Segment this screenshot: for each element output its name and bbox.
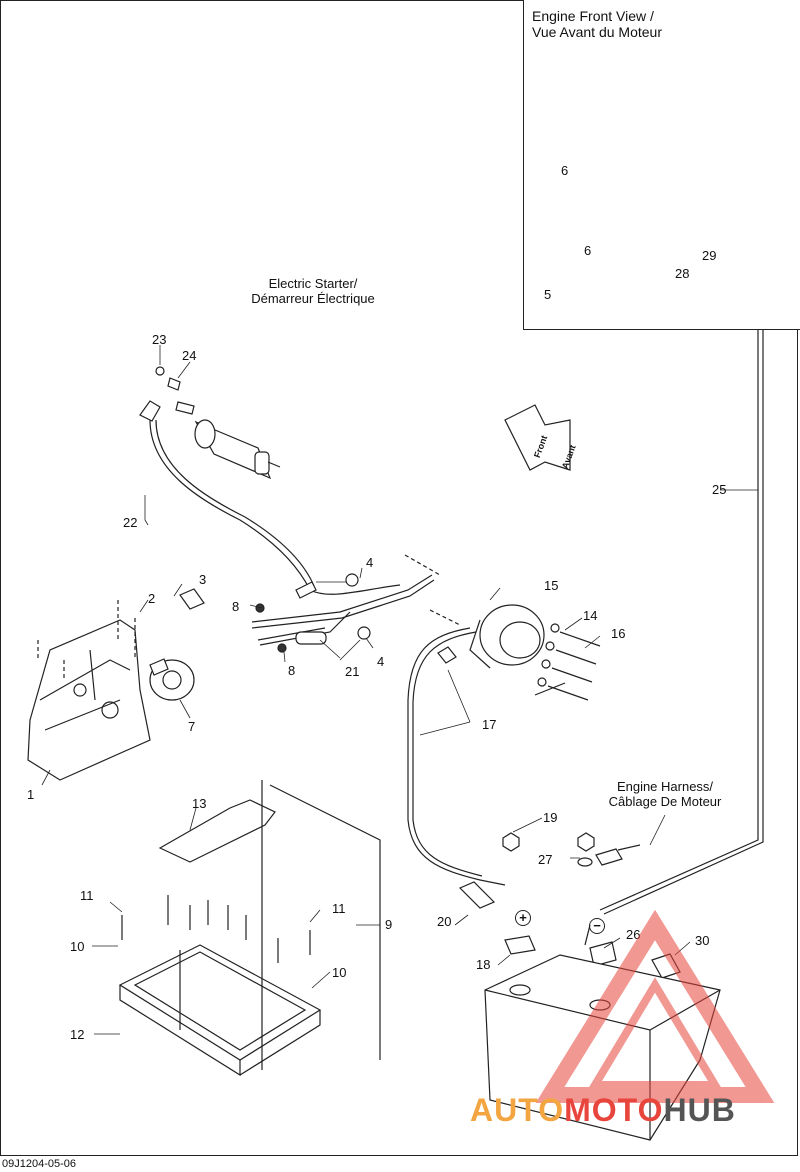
callout-26: 26: [626, 927, 641, 942]
drawing-code: 09J1204-05-06: [2, 1158, 77, 1170]
callout-8b: 8: [288, 663, 296, 678]
callout-13: 13: [192, 796, 207, 811]
engine-harness-label: Engine Harness/ Câblage De Moteur: [608, 779, 722, 809]
callout-25: 25: [712, 482, 727, 497]
callout-4a: 4: [366, 555, 374, 570]
callout-18: 18: [476, 957, 491, 972]
callout-19: 19: [543, 810, 558, 825]
watermark-text: AUTOMOTOHUB: [470, 1092, 736, 1128]
callout-6a: 6: [561, 163, 569, 178]
battery-tray-drawing: [118, 944, 322, 1077]
watermark-hub: HUB: [663, 1092, 736, 1128]
electric-starter-drawing: [139, 366, 281, 480]
front-label: Front: [531, 434, 550, 460]
negative-terminal-symbol: −: [589, 918, 605, 934]
callout-9: 9: [385, 917, 393, 932]
callout-24: 24: [182, 348, 197, 363]
electric-starter-label: Electric Starter/ Démarreur Électrique: [251, 276, 375, 306]
callout-5: 5: [544, 287, 552, 302]
callout-4b: 4: [377, 654, 385, 669]
callout-8a: 8: [232, 599, 240, 614]
callout-11a: 11: [80, 888, 94, 903]
callout-23: 23: [152, 332, 167, 347]
callout-29: 29: [702, 248, 717, 263]
callout-15: 15: [544, 578, 559, 593]
callout-22: 22: [123, 515, 138, 530]
callout-7: 7: [188, 719, 196, 734]
callout-6b: 6: [584, 243, 592, 258]
callout-17: 17: [482, 717, 497, 732]
callout-27: 27: [538, 852, 553, 867]
bolts-14-16-drawing: [534, 623, 601, 701]
positive-terminal-symbol: +: [515, 910, 531, 926]
callout-28: 28: [675, 266, 690, 281]
callout-21: 21: [345, 664, 360, 679]
engine-front-view-inset: Engine Front View / Vue Avant du Moteur: [523, 0, 800, 330]
callout-20: 20: [437, 914, 452, 929]
callout-2: 2: [148, 591, 156, 606]
bracket-drawing: [27, 619, 151, 781]
callout-30: 30: [695, 933, 710, 948]
callout-10b: 10: [332, 965, 347, 980]
callout-1: 1: [27, 787, 35, 802]
watermark-auto: AUTO: [470, 1092, 565, 1128]
callout-3: 3: [199, 572, 207, 587]
callout-16: 16: [611, 626, 626, 641]
inset-title: Engine Front View / Vue Avant du Moteur: [532, 8, 662, 40]
callout-10a: 10: [70, 939, 85, 954]
watermark-moto: MOTO: [564, 1092, 664, 1128]
callout-14: 14: [583, 608, 598, 623]
callout-12: 12: [70, 1027, 85, 1042]
callout-11b: 11: [332, 901, 346, 916]
